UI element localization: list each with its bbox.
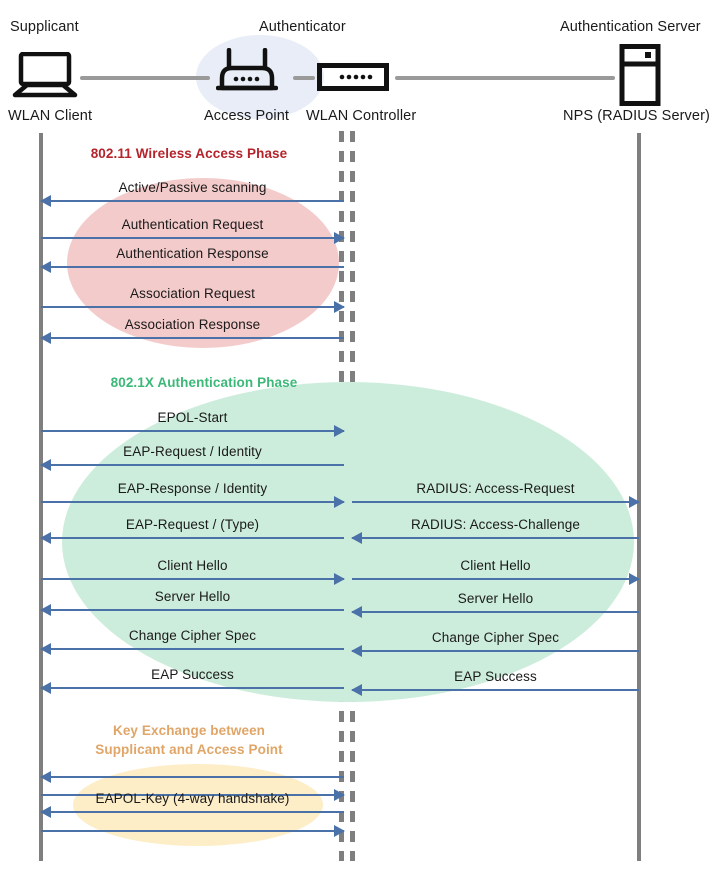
- message-label: Change Cipher Spec: [128, 628, 257, 643]
- phase-title-line1: Key Exchange between: [112, 723, 266, 738]
- message-label: Authentication Response: [116, 246, 269, 261]
- message-label: Client Hello: [157, 558, 228, 573]
- message-label: EAPOL-Key (4-way handshake): [95, 791, 290, 806]
- server-icon: [619, 44, 661, 111]
- actor-device-access-point: Access Point: [204, 108, 290, 124]
- message-label: RADIUS: Access-Challenge: [411, 517, 580, 532]
- message-label: Association Response: [124, 317, 261, 332]
- message-label: Client Hello: [460, 558, 531, 573]
- access-point-icon: [215, 47, 279, 103]
- message-label: EAP-Response / Identity: [117, 481, 268, 496]
- message-label: Association Request: [130, 286, 255, 301]
- lifeline-supplicant: [39, 133, 43, 861]
- wlan-controller-icon: [317, 63, 389, 96]
- message-label: Authentication Request: [121, 217, 264, 232]
- phase-title-dot1x-authentication: 802.1X Authentication Phase: [110, 375, 298, 390]
- message-label: EAP Success: [454, 669, 537, 684]
- message-label: Server Hello: [457, 591, 534, 606]
- phase-ellipse-wireless-access: [67, 178, 339, 348]
- link-controller-to-nps: [395, 76, 615, 80]
- actor-device-wlan-controller: WLAN Controller: [306, 108, 417, 124]
- message-label: EAP-Request / (Type): [125, 517, 260, 532]
- message-label: Change Cipher Spec: [431, 630, 560, 645]
- link-ap-to-controller: [293, 76, 315, 80]
- message-label: Active/Passive scanning: [118, 180, 267, 195]
- actor-role-authenticator: Authenticator: [259, 19, 346, 35]
- message-label: EPOL-Start: [157, 410, 228, 425]
- message-label: EAP Success: [151, 667, 234, 682]
- laptop-icon: [12, 51, 78, 103]
- actor-device-wlan-client: WLAN Client: [8, 108, 93, 124]
- message-label: EAP-Request / Identity: [123, 444, 262, 459]
- actor-device-nps: NPS (RADIUS Server): [563, 108, 710, 124]
- actor-role-authentication-server: Authentication Server: [560, 19, 701, 35]
- link-client-to-ap: [80, 76, 210, 80]
- phase-title-key-exchange: Key Exchange between Supplicant and Acce…: [39, 721, 339, 759]
- actor-role-supplicant: Supplicant: [10, 19, 79, 35]
- message-label: Server Hello: [154, 589, 231, 604]
- phase-title-wireless-access: 802.11 Wireless Access Phase: [90, 146, 288, 161]
- phase-title-line2: Supplicant and Access Point: [95, 742, 283, 757]
- message-label: RADIUS: Access-Request: [416, 481, 575, 496]
